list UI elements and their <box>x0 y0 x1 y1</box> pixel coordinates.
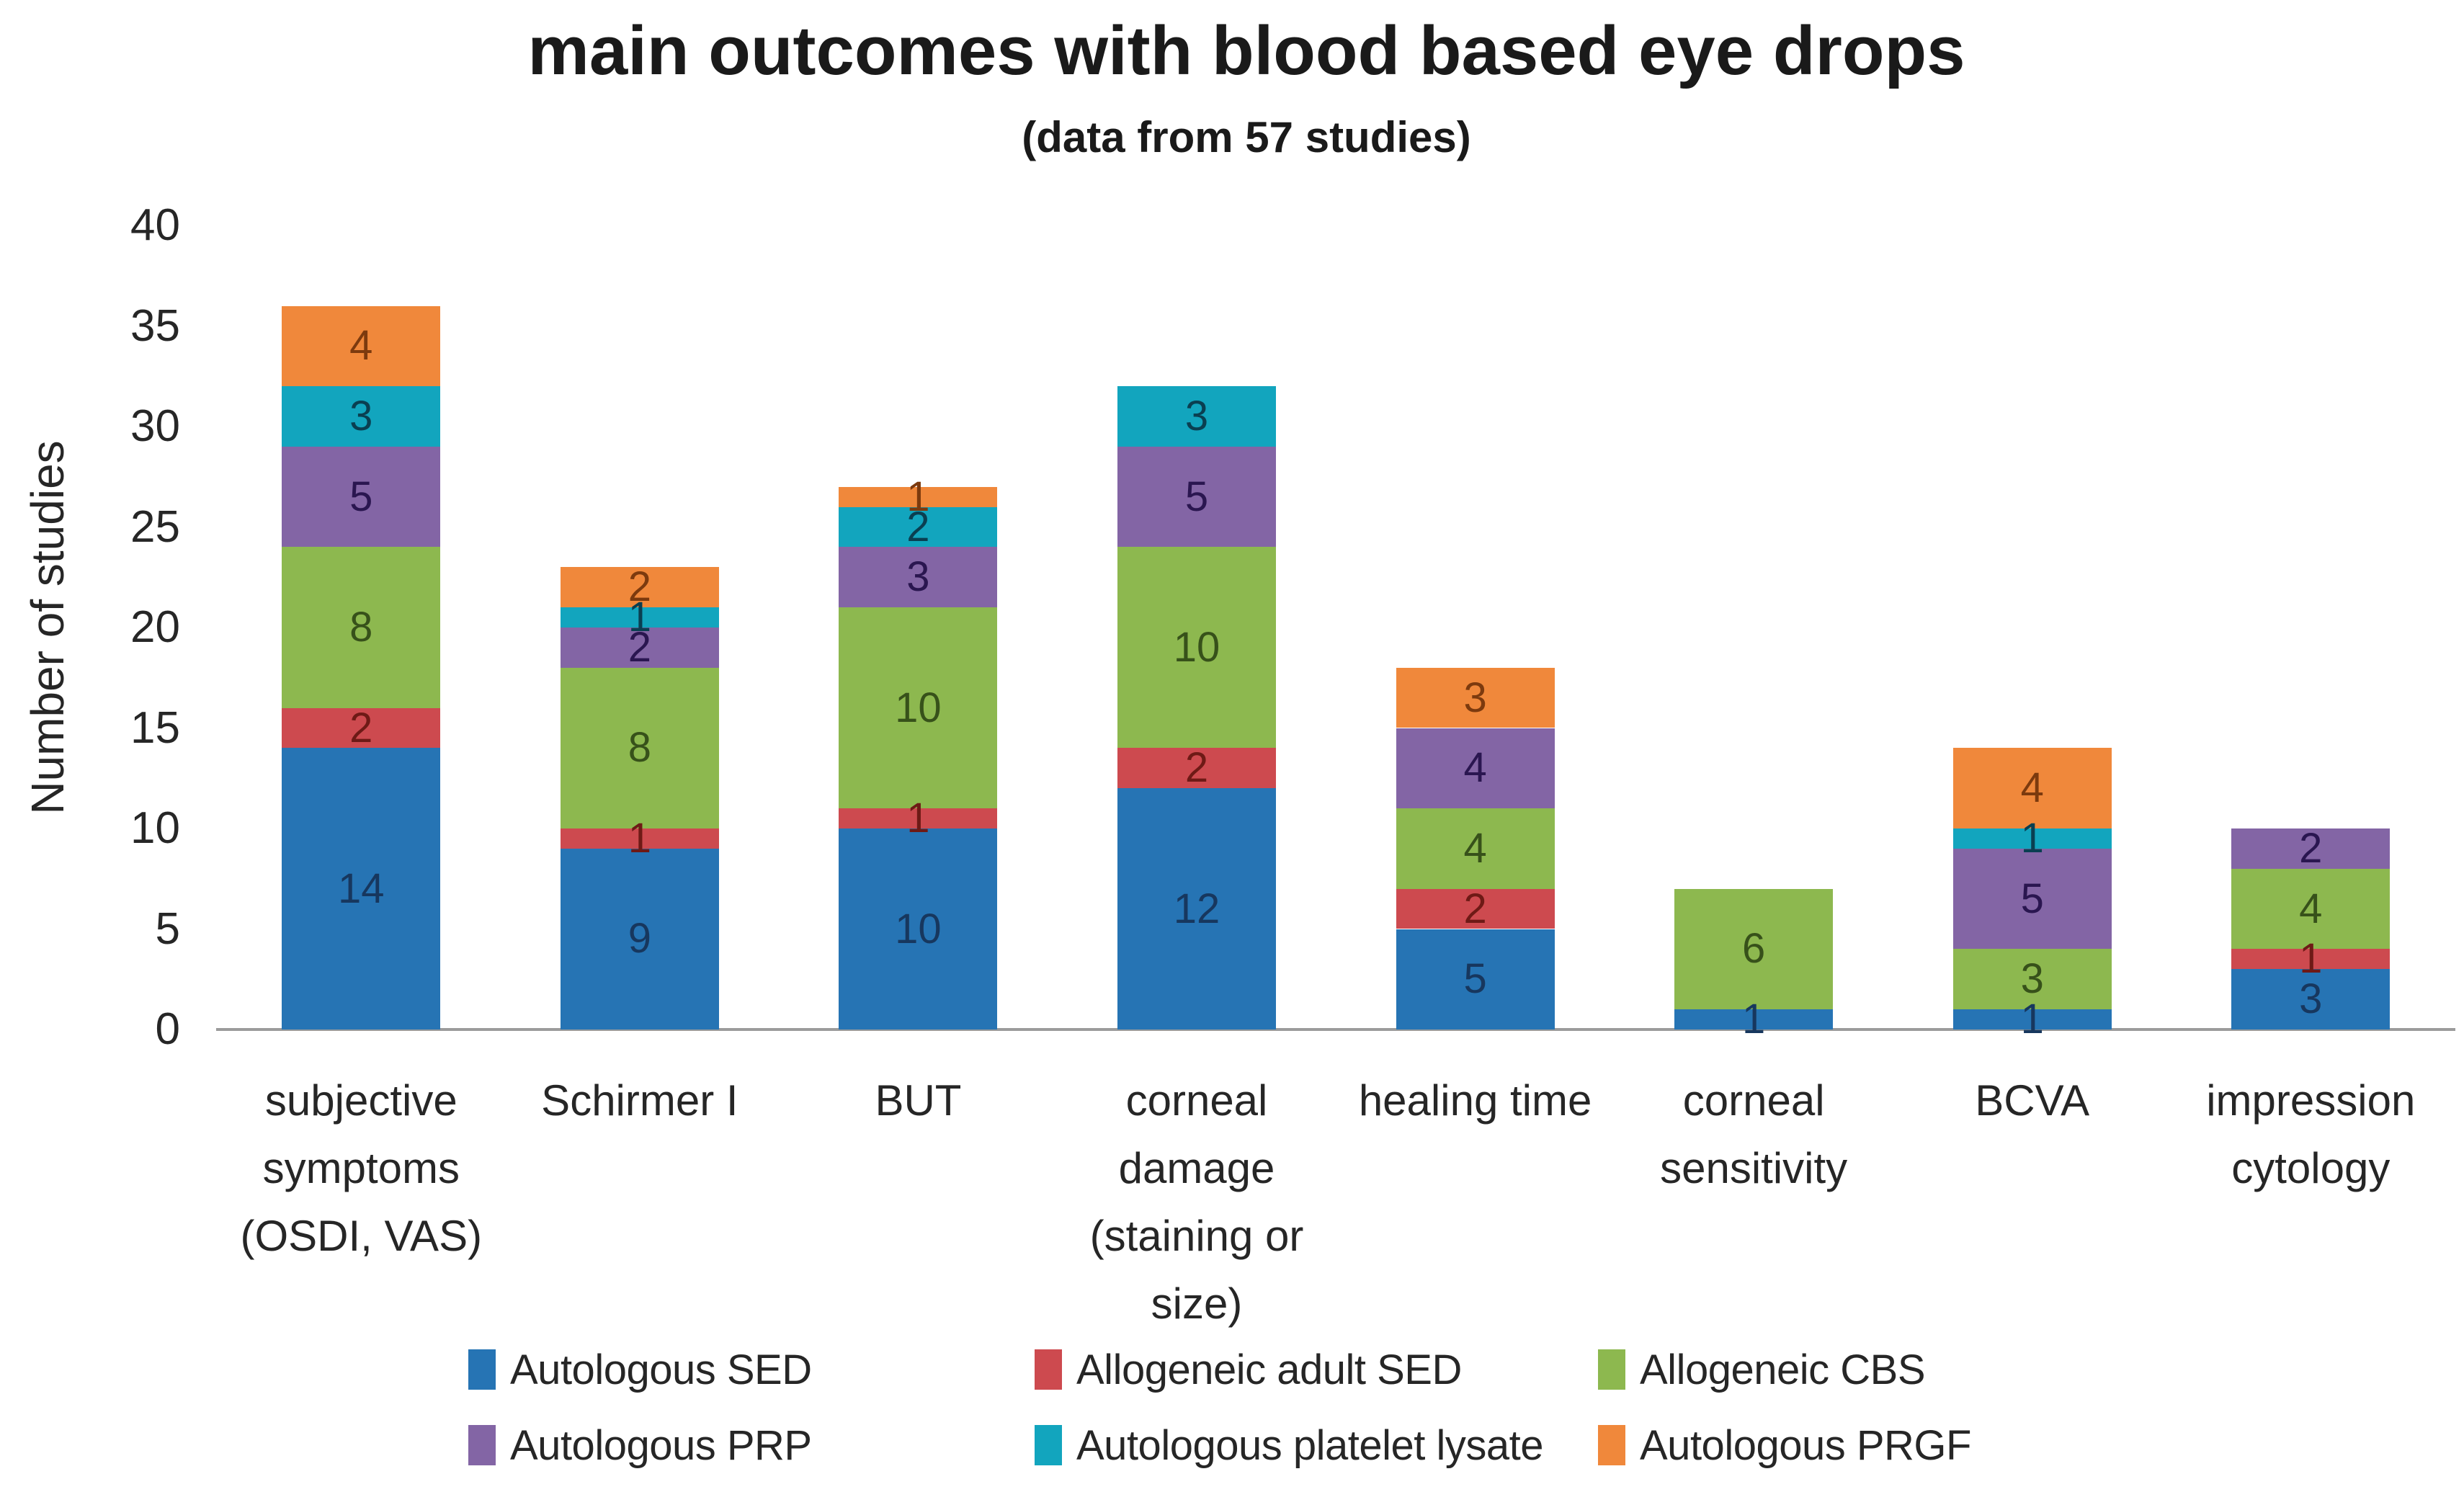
x-axis-label-line: (OSDI, VAS) <box>240 1212 483 1260</box>
x-axis-label-line: subjective <box>264 1076 457 1125</box>
bar-segment-autologous-platelet-lysate <box>1117 386 1276 447</box>
legend-item-autologous-platelet-lysate: Autologous platelet lysate <box>1035 1421 1544 1469</box>
bar-segment-allogeneic-cbs <box>1952 949 2112 1010</box>
legend-label-autologous-prp: Autologous PRP <box>510 1421 812 1469</box>
x-axis-label-corneal-damage: corneal damage (staining or size) <box>1031 1067 1362 1338</box>
legend-swatch-allogeneic-cbs <box>1598 1349 1625 1390</box>
bar-segment-allogeneic-adult-sed <box>560 828 719 849</box>
chart-title: main outcomes with blood based eye drops <box>527 12 1965 89</box>
x-axis-label-line: size) <box>1151 1279 1243 1328</box>
bar-segment-allogeneic-cbs <box>2231 868 2391 950</box>
y-tick-label: 15 <box>130 702 180 753</box>
bar-segment-autologous-prp <box>560 627 719 668</box>
x-axis-label-but: BUT <box>752 1067 1084 1135</box>
bar-segment-autologous-prp <box>1952 848 2112 950</box>
bar-segment-autologous-platelet-lysate <box>839 506 998 548</box>
x-axis-label-line: Schirmer I <box>541 1076 738 1125</box>
bar-segment-autologous-sed <box>560 848 719 1029</box>
x-axis-label-subjective-symptoms: subjective symptoms (OSDI, VAS) <box>195 1067 527 1270</box>
legend-swatch-allogeneic-adult-sed <box>1035 1349 1062 1390</box>
bar-segment-autologous-prgf <box>839 486 998 507</box>
y-tick-label: 30 <box>130 401 180 451</box>
bar-segment-autologous-platelet-lysate <box>1952 828 2112 849</box>
bar-segment-allogeneic-adult-sed <box>1396 888 1555 929</box>
legend-label-autologous-prgf: Autologous PRGF <box>1640 1421 1971 1469</box>
bar-segment-allogeneic-cbs <box>282 547 441 708</box>
legend-swatch-autologous-prgf <box>1598 1425 1625 1465</box>
legend-item-autologous-prgf: Autologous PRGF <box>1598 1421 1971 1469</box>
bar-segment-autologous-sed <box>282 748 441 1029</box>
bar-segment-autologous-sed <box>1117 788 1276 1029</box>
bar-segment-autologous-platelet-lysate <box>560 607 719 627</box>
x-axis-label-line: impression <box>2206 1076 2416 1125</box>
legend-item-autologous-sed: Autologous SED <box>468 1346 812 1393</box>
y-tick-label: 0 <box>155 1004 180 1054</box>
bar-segment-autologous-prgf <box>1952 748 2112 828</box>
bar-segment-autologous-prp <box>282 446 441 548</box>
bar-segment-allogeneic-adult-sed <box>282 707 441 749</box>
x-axis-label-line: symptoms <box>262 1144 460 1192</box>
y-tick-label: 5 <box>155 903 180 954</box>
bar-segment-autologous-prgf <box>1396 667 1555 728</box>
x-axis-label-bcva: BCVA <box>1867 1067 2198 1135</box>
x-axis-label-line: sensitivity <box>1660 1144 1848 1192</box>
bar-segment-autologous-sed <box>839 828 998 1029</box>
bar-segment-autologous-sed <box>1674 1009 1834 1029</box>
legend-label-allogeneic-cbs: Allogeneic CBS <box>1640 1346 1926 1393</box>
legend-item-allogeneic-adult-sed: Allogeneic adult SED <box>1035 1346 1462 1393</box>
x-axis-label-line: BCVA <box>1975 1076 2090 1125</box>
bar-segment-allogeneic-cbs <box>560 667 719 828</box>
x-axis-label-impression-cytology: impression cytology <box>2145 1067 2464 1202</box>
legend-swatch-autologous-prp <box>468 1425 496 1465</box>
legend-label-autologous-sed: Autologous SED <box>510 1346 812 1393</box>
bar-segment-allogeneic-adult-sed <box>839 808 998 828</box>
x-axis-label-line: corneal <box>1682 1076 1825 1125</box>
bar-segment-autologous-prp <box>1396 728 1555 809</box>
x-axis-label-line: cytology <box>2231 1144 2391 1192</box>
legend-swatch-autologous-sed <box>468 1349 496 1390</box>
legend-label-autologous-platelet-lysate: Autologous platelet lysate <box>1076 1421 1544 1469</box>
bar-segment-autologous-prp <box>839 547 998 608</box>
bar-segment-autologous-prgf <box>282 305 441 387</box>
bar-segment-autologous-platelet-lysate <box>282 386 441 447</box>
bar-segment-autologous-prp <box>1117 446 1276 548</box>
bar-segment-allogeneic-cbs <box>1117 547 1276 749</box>
x-axis-label-line: BUT <box>875 1076 962 1125</box>
x-axis-label-healing-time: healing time <box>1310 1067 1641 1135</box>
bar-segment-autologous-prgf <box>560 567 719 608</box>
x-axis-label-line: (staining or <box>1089 1212 1304 1260</box>
bar-segment-autologous-sed <box>1952 1009 2112 1029</box>
x-axis-label-line: damage <box>1118 1144 1275 1192</box>
bar-segment-autologous-prp <box>2231 828 2391 869</box>
chart-subtitle: (data from 57 studies) <box>1022 113 1471 161</box>
y-tick-label: 35 <box>130 300 180 351</box>
legend-swatch-autologous-platelet-lysate <box>1035 1425 1062 1465</box>
bar-segment-allogeneic-cbs <box>1674 888 1834 1010</box>
legend-item-autologous-prp: Autologous PRP <box>468 1421 812 1469</box>
bar-segment-allogeneic-adult-sed <box>1117 748 1276 789</box>
legend-item-allogeneic-cbs: Allogeneic CBS <box>1598 1346 1926 1393</box>
x-axis-line <box>216 1028 2455 1031</box>
x-axis-label-line: corneal <box>1125 1076 1268 1125</box>
bar-segment-autologous-sed <box>1396 929 1555 1029</box>
bar-segment-allogeneic-adult-sed <box>2231 949 2391 970</box>
x-axis-label-corneal-sensitivity: corneal sensitivity <box>1588 1067 1919 1202</box>
x-axis-label-schirmer-i: Schirmer I <box>474 1067 805 1135</box>
bar-segment-allogeneic-cbs <box>839 607 998 809</box>
bar-segment-autologous-sed <box>2231 969 2391 1029</box>
y-tick-label: 25 <box>130 501 180 552</box>
x-axis-label-line: healing time <box>1358 1076 1592 1125</box>
legend-label-allogeneic-adult-sed: Allogeneic adult SED <box>1076 1346 1462 1393</box>
y-tick-label: 20 <box>130 602 180 652</box>
y-tick-label: 40 <box>130 200 180 250</box>
bar-segment-allogeneic-cbs <box>1396 808 1555 889</box>
y-tick-label: 10 <box>130 803 180 853</box>
